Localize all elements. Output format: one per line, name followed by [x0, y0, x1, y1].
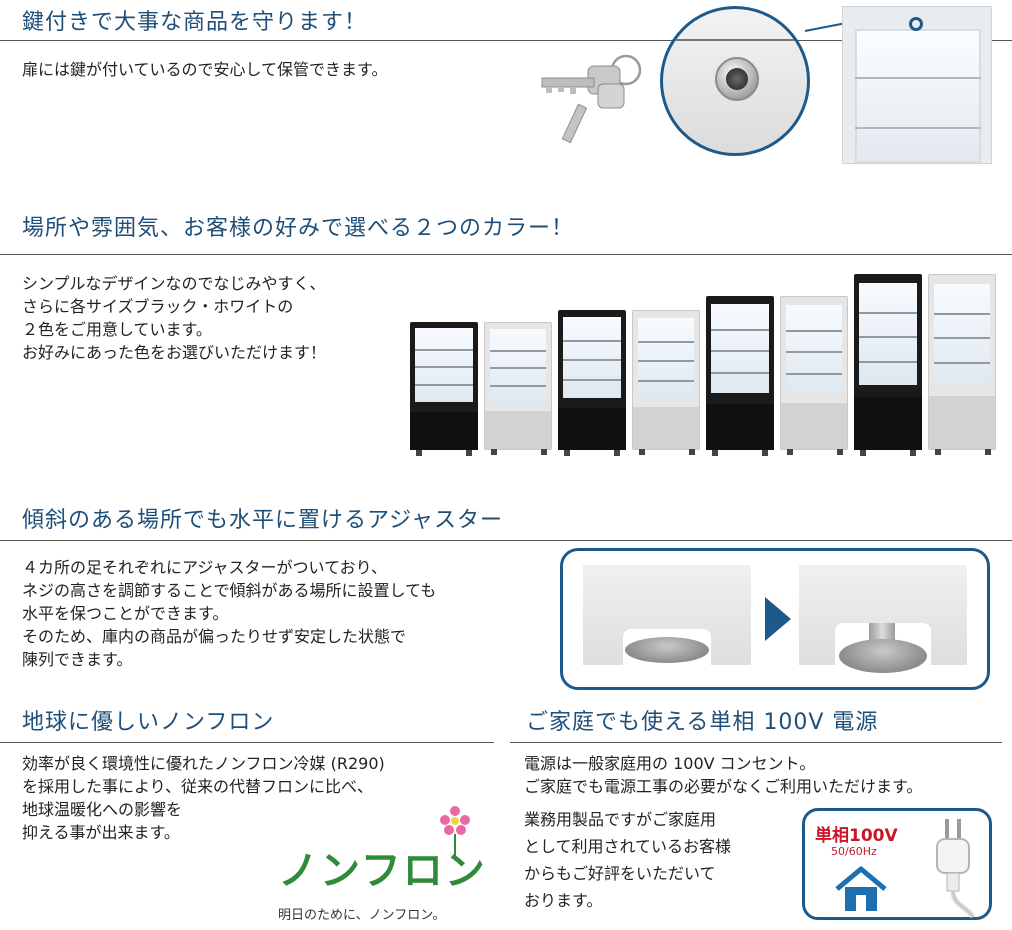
key-icon: [538, 48, 648, 148]
power-badge: 単相100V 50/60Hz: [802, 808, 992, 920]
power-plug-icon: [923, 815, 983, 919]
colors-line-3: ２色をご用意しています。: [22, 320, 212, 339]
showcase-black: [706, 296, 774, 456]
showcase-black: [854, 274, 922, 456]
nonfreon-line-1: 効率が良く環境性に優れたノンフロン冷媒 (R290): [22, 754, 385, 773]
flower-icon: [440, 806, 470, 860]
nonfreon-tagline: 明日のために、ノンフロン。: [278, 908, 446, 923]
adjuster-line-5: 陳列できます。: [22, 650, 133, 669]
power-line-5: からもご好評をいただいて: [524, 864, 716, 883]
section-rule-colors: [0, 254, 1012, 255]
power-line-3: 業務用製品ですがご家庭用: [524, 810, 717, 829]
nonfreon-line-2: を採用した事により、従来の代替フロンに比べ、: [22, 777, 374, 796]
adjuster-line-4: そのため、庫内の商品が偏ったりせず安定した状態で: [22, 627, 407, 646]
section-rule-nonfreon: [0, 742, 494, 743]
nonfreon-logo-text: ノンフロン: [278, 848, 487, 894]
showcase-photo-lock: [842, 6, 992, 164]
section-rule-power: [510, 742, 1002, 743]
power-badge-sub: 50/60Hz: [831, 845, 877, 858]
adjuster-description: ４カ所の足それぞれにアジャスターがついており、 ネジの高さを調節することで傾斜が…: [22, 556, 436, 671]
showcase-white: [484, 322, 552, 455]
power-line-1: 電源は一般家庭用の 100V コンセント。: [524, 754, 816, 773]
showcase-white: [780, 296, 848, 455]
adjuster-illustration: [560, 548, 990, 690]
showcase-black: [558, 310, 626, 456]
power-line-4: として利用されているお客様: [524, 837, 732, 856]
showcase-white: [632, 310, 700, 455]
power-line-6: おります。: [524, 891, 603, 910]
showcase-black: [410, 322, 478, 456]
section-heading-nonfreon: 地球に優しいノンフロン: [22, 710, 275, 735]
colors-line-1: シンプルなデザインなのでなじみやすく、: [22, 274, 326, 293]
adjuster-line-3: 水平を保つことができます。: [22, 604, 229, 623]
section-rule-adjuster: [0, 540, 1012, 541]
adjuster-foot-before: [625, 637, 709, 663]
section-heading-adjuster: 傾斜のある場所でも水平に置けるアジャスター: [22, 508, 504, 533]
lock-zoom-circle: [660, 6, 810, 156]
section-heading-colors: 場所や雰囲気、お客様の好みで選べる２つのカラー！: [22, 216, 575, 241]
showcase-white: [928, 274, 996, 455]
arrow-right-icon: [765, 597, 791, 641]
adjuster-line-2: ネジの高さを調節することで傾斜がある場所に設置しても: [22, 581, 437, 600]
house-icon: [833, 865, 889, 913]
section-rule-lock: [0, 40, 1012, 41]
showcase-lineup: [410, 266, 1002, 456]
nonfreon-line-4: 抑える事が出来ます。: [22, 823, 180, 842]
nonfreon-line-3: 地球温暖化への影響を: [22, 800, 183, 819]
power-description-top: 電源は一般家庭用の 100V コンセント。 ご家庭でも電源工事の必要がなくご利用…: [524, 752, 922, 798]
adjuster-line-1: ４カ所の足それぞれにアジャスターがついており、: [22, 558, 387, 577]
section-heading-lock: 鍵付きで大事な商品を守ります！: [22, 10, 368, 35]
section-heading-power: ご家庭でも使える単相 100V 電源: [526, 710, 879, 735]
adjuster-foot-after: [839, 639, 927, 673]
power-line-2: ご家庭でも電源工事の必要がなくご利用いただけます。: [524, 777, 923, 796]
colors-description: シンプルなデザインなのでなじみやすく、 さらに各サイズブラック・ホワイトの ２色…: [22, 272, 326, 364]
lock-description: 扉には鍵が付いているので安心して保管できます。: [22, 58, 387, 81]
power-badge-main: 単相100V: [815, 826, 898, 846]
lock-cylinder-icon: [715, 57, 759, 101]
nonfreon-logo: ノンフロン 明日のために、ノンフロン。: [272, 806, 492, 926]
colors-line-2: さらに各サイズブラック・ホワイトの: [22, 297, 294, 316]
power-description-bottom: 業務用製品ですがご家庭用 として利用されているお客様 からもご好評をいただいて …: [524, 806, 731, 914]
colors-line-4: お好みにあった色をお選びいただけます！: [22, 343, 327, 362]
lock-line-1: 扉には鍵が付いているので安心して保管できます。: [22, 60, 388, 79]
nonfreon-description: 効率が良く環境性に優れたノンフロン冷媒 (R290) を採用した事により、従来の…: [22, 752, 385, 844]
